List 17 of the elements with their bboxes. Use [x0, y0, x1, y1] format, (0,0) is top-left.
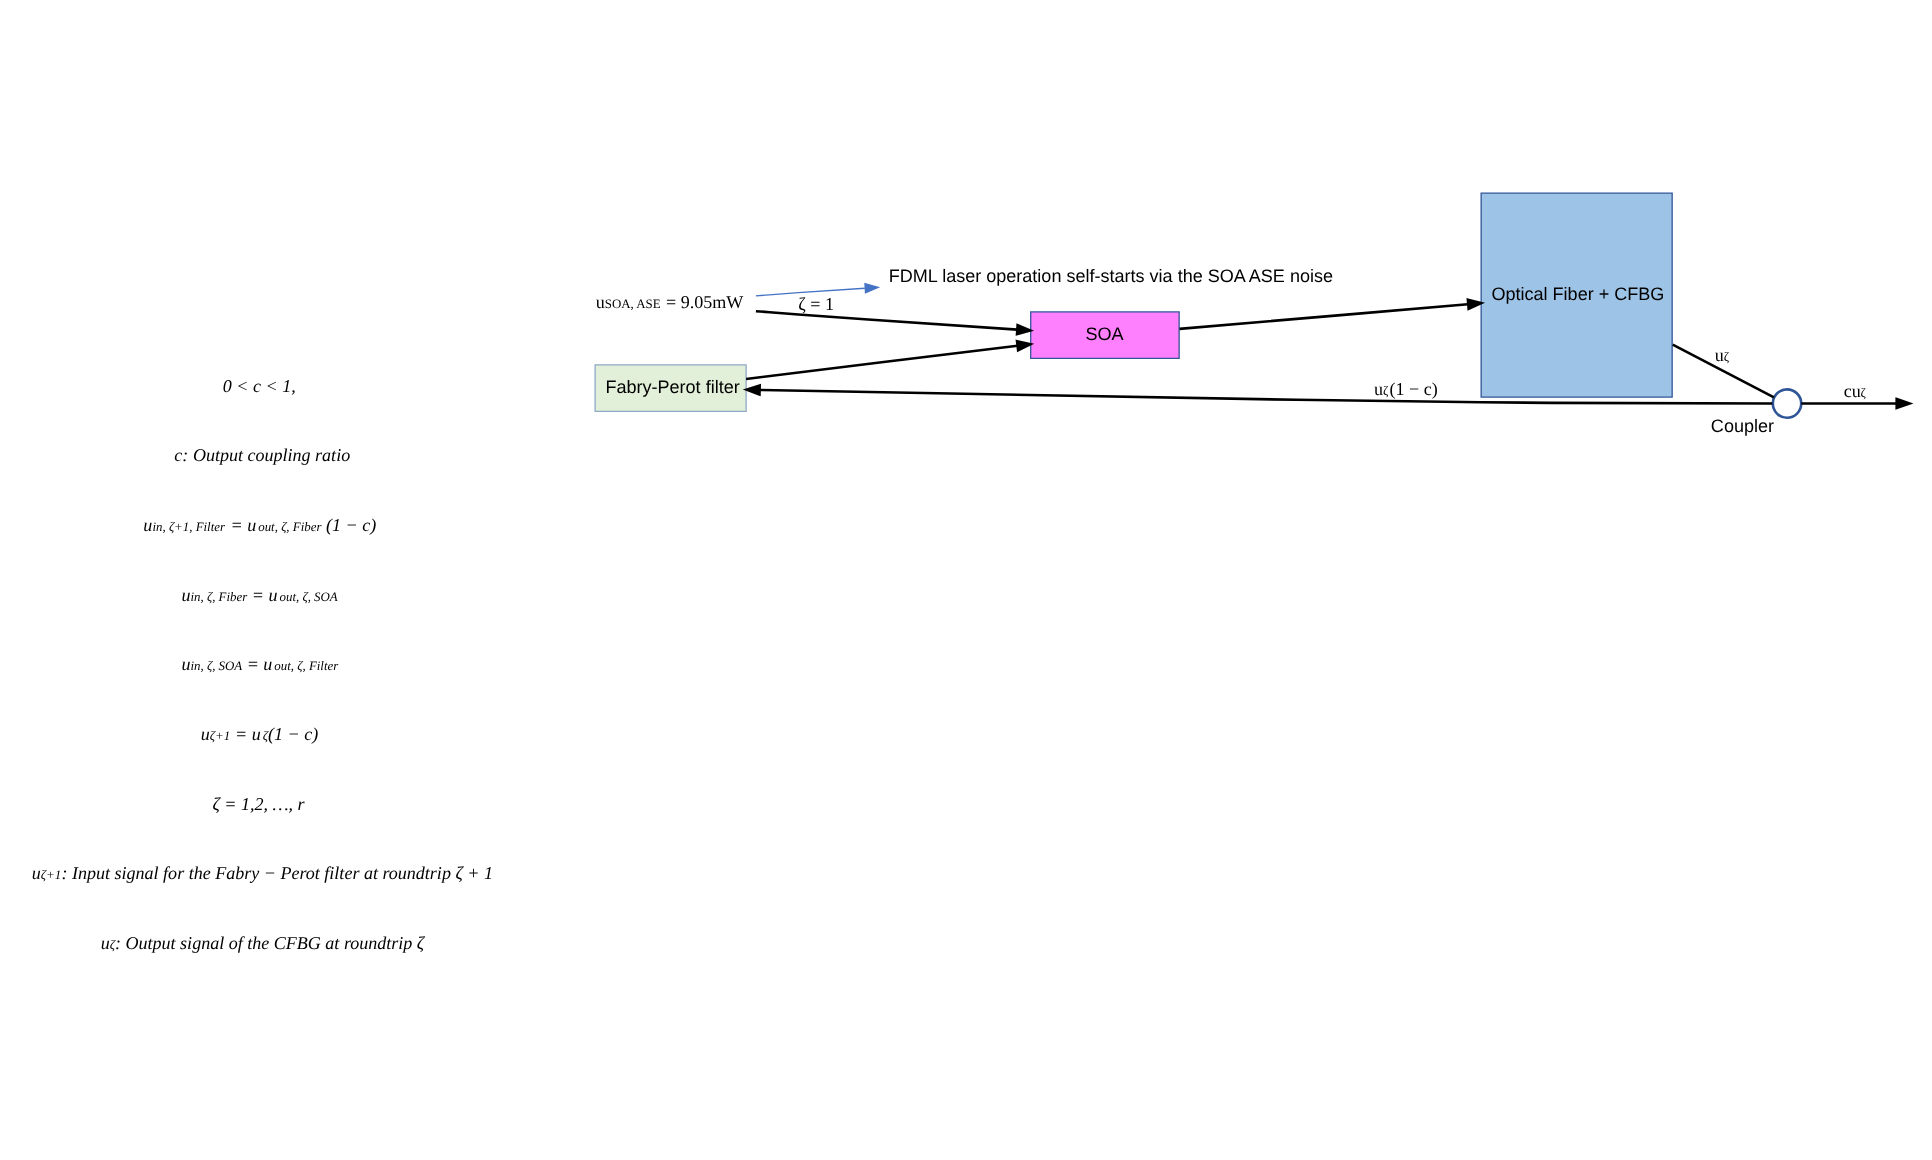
node-label: Coupler: [1710, 415, 1775, 436]
arrow: [1801, 396, 1914, 409]
arrow: [755, 281, 881, 296]
node-text: FDML laser operation self-starts via the SOA ASE noise: [888, 264, 1334, 285]
label: ζ = 1,2, …, r: [212, 792, 305, 813]
edge-label: ζ = 1: [798, 292, 835, 313]
node-box: Fabry-Perot filter: [594, 363, 747, 411]
node-circle: [1771, 387, 1803, 419]
arrow: [755, 308, 1035, 335]
node-box: Optical Fiber + CFBG: [1480, 191, 1673, 397]
node-box: SOA: [1030, 310, 1180, 358]
arrow: [742, 382, 1773, 404]
label: c: Output coupling ratio: [174, 444, 351, 465]
arrow: [745, 338, 1035, 380]
arrow: [1179, 297, 1486, 330]
connector: [1672, 342, 1775, 398]
label: 0 < c < 1,: [222, 374, 296, 395]
